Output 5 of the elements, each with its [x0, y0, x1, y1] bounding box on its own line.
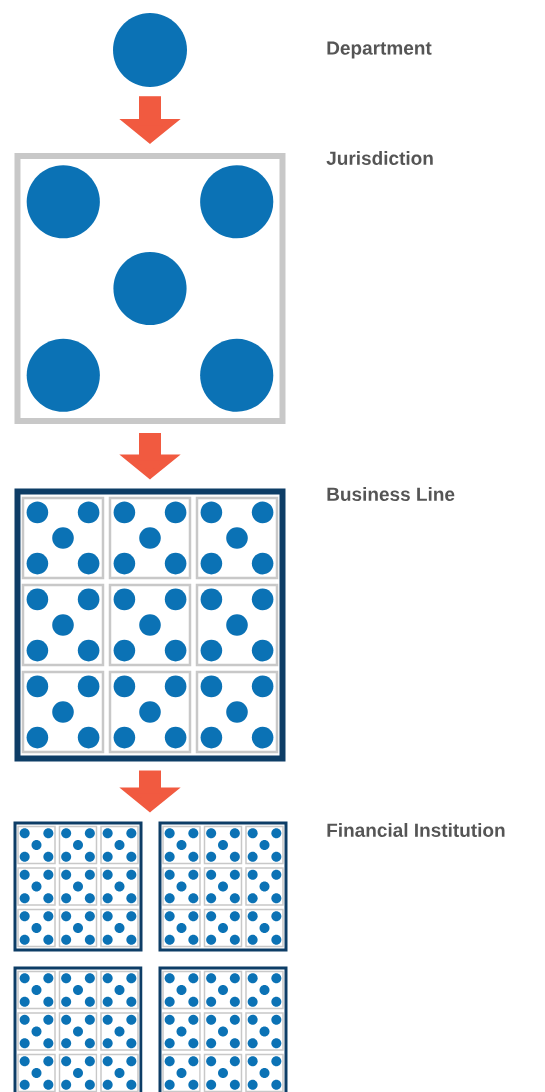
circle: [113, 13, 187, 87]
level-label: Business Line: [327, 487, 455, 501]
level-label: Jurisdiction: [326, 151, 433, 165]
level-label: Financial Institution: [327, 823, 505, 837]
level-label: Department: [327, 41, 432, 59]
